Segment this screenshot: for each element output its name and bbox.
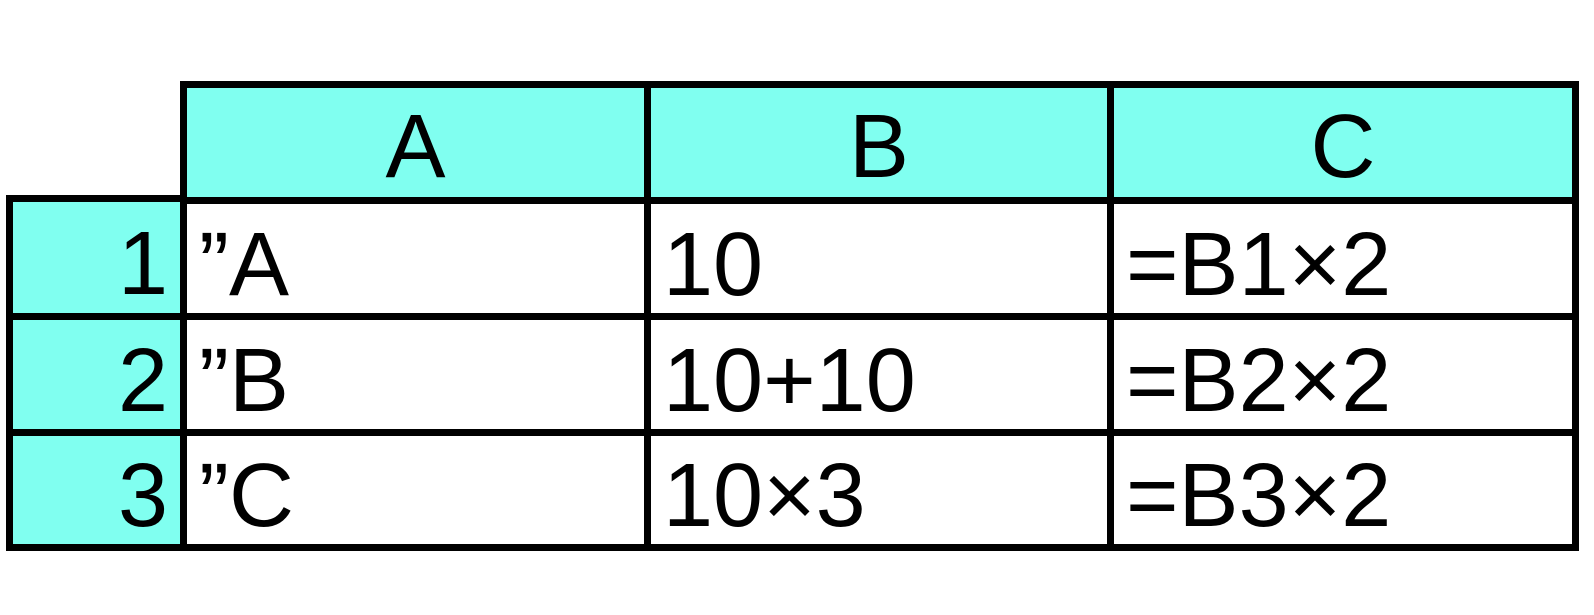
cell-value: ”C	[199, 446, 294, 546]
column-header-c[interactable]: C	[1107, 81, 1579, 204]
row-header-1[interactable]: 1	[6, 195, 187, 320]
cell-value: 10×3	[663, 446, 866, 546]
cell-a2[interactable]: ”B	[180, 313, 651, 436]
row-header-3[interactable]: 3	[6, 429, 187, 551]
row-header-2[interactable]: 2	[6, 313, 187, 436]
cell-c3[interactable]: =B3×2	[1107, 429, 1579, 551]
cell-value: 10	[663, 214, 764, 315]
cell-value: 10+10	[663, 330, 916, 431]
column-header-b[interactable]: B	[644, 81, 1114, 204]
column-header-label: A	[385, 96, 446, 197]
cell-c1[interactable]: =B1×2	[1107, 197, 1579, 320]
cell-a1[interactable]: ”A	[180, 197, 651, 320]
cell-b2[interactable]: 10+10	[644, 313, 1114, 436]
cell-value: ”A	[199, 214, 289, 315]
cell-value: =B3×2	[1126, 446, 1392, 546]
column-header-label: C	[1310, 96, 1376, 197]
row-number: 1	[117, 213, 168, 314]
cell-b3[interactable]: 10×3	[644, 429, 1114, 551]
column-header-label: B	[848, 96, 910, 197]
cell-a3[interactable]: ”C	[180, 429, 651, 551]
row-number: 3	[117, 446, 168, 546]
cell-c2[interactable]: =B2×2	[1107, 313, 1579, 436]
column-header-a[interactable]: A	[180, 81, 651, 204]
cell-value: =B2×2	[1126, 330, 1392, 431]
row-number: 2	[117, 330, 168, 431]
cell-b1[interactable]: 10	[644, 197, 1114, 320]
cell-value: ”B	[199, 330, 289, 431]
cell-value: =B1×2	[1126, 214, 1392, 315]
